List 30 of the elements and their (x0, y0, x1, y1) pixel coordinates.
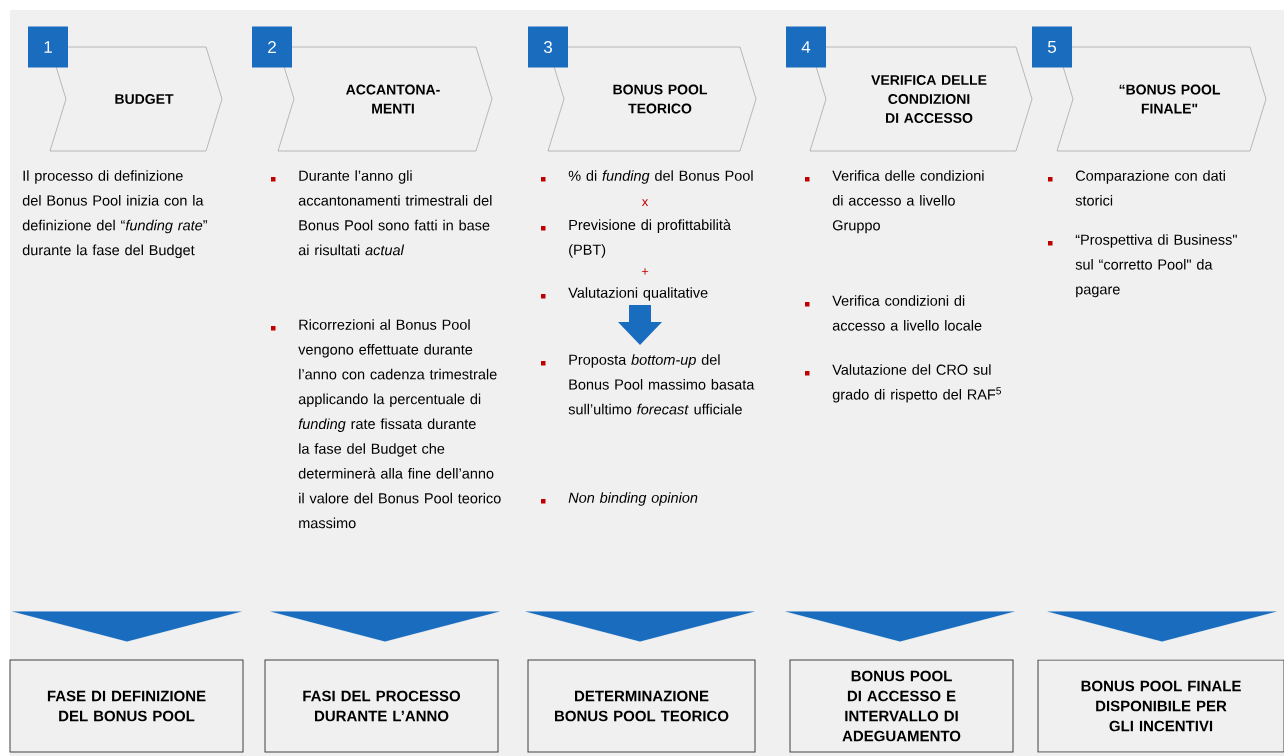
step-number-badge: 2 (252, 26, 292, 68)
bullet-item: Non binding opinion (541, 492, 698, 506)
operator-sign: x (641, 199, 649, 207)
text-paragraph: Il processo di definizione del Bonus Pool inizia con la definizione del “funding rate” durante la fase del Budget (22, 170, 208, 259)
bullet-item: Valutazioni qualitative (541, 287, 708, 301)
down-arrow (270, 611, 500, 642)
bullet-item: Valutazione del CRO sul grado di rispetto del RAF$^{5}$ (805, 364, 1002, 403)
down-arrow (785, 611, 1015, 642)
bullet-item: Comparazione con dati storici (1048, 170, 1225, 206)
result-box: BONUS POOL FINALE DISPONIBILE PER GLI INCENTIVI (1037, 659, 1284, 753)
result-box: FASE DI DEFINIZIONE DEL BONUS POOL (9, 659, 244, 753)
step-number-badge: 4 (786, 26, 826, 68)
bullet-item: Durante l’anno gli accantonamenti trimestrali del Bonus Pool sono fatti in base ai risultati actual (271, 170, 492, 256)
bullet-item: Verifica delle condizioni di accesso a livello Gruppo (805, 170, 984, 234)
result-box: BONUS POOL DI ACCESSO E INTERVALLO DI ADEGUAMENTO (789, 659, 1014, 753)
step-number-badge: 3 (528, 26, 568, 68)
bullet-item: Ricorrezioni al Bonus Pool vengono effettuate durante l’anno con cadenza trimestrale applicando la percentuale di funding rate fissata durante la fase del Budget che determinerà alla fine dell’anno il valore del Bonus Pool teorico massimo (271, 319, 501, 529)
bullet-item: Proposta bottom-up del Bonus Pool massimo basata sull’ultimo forecast ufficiale (541, 354, 755, 415)
operator-sign: + (641, 268, 649, 275)
bullet-item: Verifica condizioni di accesso a livello locale (805, 295, 982, 331)
down-arrow (1047, 611, 1277, 642)
step-number-badge: 1 (28, 26, 68, 68)
step-number-badge: 5 (1032, 26, 1072, 68)
bullet-item: Previsione di profittabilità (PBT) (541, 219, 731, 258)
bullet-item: % di funding del Bonus Pool (541, 170, 753, 184)
down-arrow (525, 611, 755, 642)
result-box: FASI DEL PROCESSO DURANTE L’ANNO (264, 659, 499, 753)
result-box: DETERMINAZIONE BONUS POOL TEORICO (527, 659, 756, 753)
down-arrow (12, 611, 242, 642)
bullet-item: “Prospettiva di Business" sul “corretto Pool" da pagare (1048, 234, 1237, 298)
